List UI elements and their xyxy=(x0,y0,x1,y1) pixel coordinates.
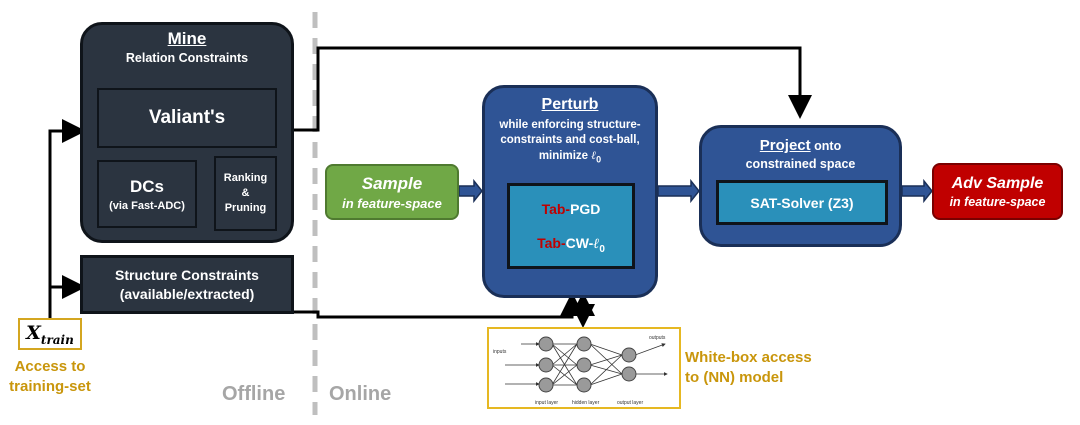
project-title: Project onto xyxy=(702,137,899,154)
perturb-desc-1: while enforcing structure- xyxy=(499,119,641,131)
tab-pgd-label: Tab-PGD xyxy=(510,201,632,217)
nn-output-node xyxy=(621,366,637,382)
project-box: Project onto constrained space SAT-Solve… xyxy=(699,125,902,247)
nn-input-node xyxy=(538,357,554,373)
adv-sample-box: Adv Sample in feature-space xyxy=(932,163,1063,220)
structure-constraints-box: Structure Constraints (available/extract… xyxy=(80,255,294,314)
tab-pgd-suffix: PGD xyxy=(570,201,601,217)
nn-hidden-layer-label: hidden layer xyxy=(572,400,600,406)
nn-output-layer-label: output layer xyxy=(617,400,643,406)
nn-inputs-label: inputs xyxy=(493,349,507,355)
project-to-adv-arrow xyxy=(901,178,933,204)
adv-sample-title: Adv Sample xyxy=(951,174,1044,192)
sat-solver-label: SAT-Solver (Z3) xyxy=(750,194,854,211)
structure-to-perturb-line xyxy=(294,292,584,319)
perturb-desc-ell: ℓ xyxy=(591,148,597,162)
valiants-label: Valiant's xyxy=(148,107,226,128)
mine-subtitle: Relation Constraints xyxy=(125,51,249,65)
tab-cw-label: Tab-CW-ℓ0 xyxy=(510,235,632,255)
mine-box: Mine Relation Constraints Valiant's DCs … xyxy=(80,22,294,243)
sat-solver-box: SAT-Solver (Z3) xyxy=(716,180,888,225)
sample-to-perturb-arrow xyxy=(458,178,483,204)
nn-caption-2: to (NN) model xyxy=(685,369,784,386)
xtrain-box: Xtrain xyxy=(18,318,82,350)
project-title-main: Project xyxy=(759,137,811,154)
mine-title: Mine xyxy=(167,29,207,48)
mine-to-project-line xyxy=(294,46,812,132)
perturb-desc-3-text: minimize xyxy=(538,150,592,162)
structure-line-1: Structure Constraints xyxy=(115,266,259,283)
tab-cw-suffix: CW- xyxy=(565,235,594,251)
dcs-sublabel: (via Fast-ADC) xyxy=(109,199,185,212)
sample-box: Sample in feature-space xyxy=(325,164,459,220)
xtrain-caption-2: training-set xyxy=(9,378,91,395)
perturb-description: while enforcing structure- constraints a… xyxy=(485,118,655,167)
nn-input-node xyxy=(538,377,554,393)
xtrain-letter: X xyxy=(26,321,41,344)
perturb-title: Perturb xyxy=(541,96,599,113)
project-title-rest: onto xyxy=(810,139,842,153)
offline-label: Offline xyxy=(222,383,286,405)
flow-arrows xyxy=(458,178,933,204)
ranking-label-2: & xyxy=(241,187,250,199)
nn-hidden-node xyxy=(576,357,592,373)
valiants-box: Valiant's xyxy=(97,88,277,148)
dcs-box: DCs (via Fast-ADC) xyxy=(97,160,197,228)
xtrain-caption-1: Access to xyxy=(14,358,86,375)
perturb-desc-sub: 0 xyxy=(596,154,602,165)
xtrain-caption: Access to training-set xyxy=(0,357,100,397)
ranking-label-1: Ranking xyxy=(223,172,268,184)
ranking-label-3: Pruning xyxy=(224,202,267,214)
perturb-desc-2: constraints and cost-ball, xyxy=(500,134,640,146)
nn-output-node xyxy=(621,347,637,363)
xtrain-to-mine-line xyxy=(48,119,86,318)
xtrain-subscript: train xyxy=(40,332,74,347)
perturb-box: Perturb while enforcing structure- const… xyxy=(482,85,658,298)
sample-title: Sample xyxy=(361,173,423,193)
sample-subtitle: in feature-space xyxy=(342,195,442,211)
nn-outputs-label: outputs xyxy=(649,335,666,341)
structure-line-2: (available/extracted) xyxy=(119,285,255,302)
project-subtitle: constrained space xyxy=(745,157,856,171)
tab-cw-prefix: Tab- xyxy=(537,235,566,251)
adv-sample-subtitle: in feature-space xyxy=(949,194,1046,209)
tab-cw-ell: ℓ xyxy=(593,236,600,252)
tab-pgd-prefix: Tab- xyxy=(541,201,571,217)
nn-model-frame: inputs outputs input layer hidden layer … xyxy=(487,327,681,409)
nn-hidden-node xyxy=(576,377,592,393)
nn-caption-1: White-box access xyxy=(685,349,812,366)
xtrain-symbol: Xtrain xyxy=(26,322,74,347)
nn-caption: White-box access to (NN) model xyxy=(685,348,812,388)
perturb-to-project-arrow xyxy=(657,178,700,204)
nn-diagram: inputs outputs input layer hidden layer … xyxy=(493,335,668,406)
nn-input-node xyxy=(538,336,554,352)
nn-hidden-node xyxy=(576,336,592,352)
perturb-desc-3: minimize ℓ0 xyxy=(485,148,655,167)
online-label: Online xyxy=(329,383,392,405)
ranking-pruning-box: Ranking & Pruning xyxy=(214,156,277,231)
nn-input-layer-label: input layer xyxy=(535,400,558,406)
attack-methods-box: Tab-PGD Tab-CW-ℓ0 xyxy=(507,183,635,269)
tab-cw-sub: 0 xyxy=(599,243,605,255)
dcs-label: DCs xyxy=(129,176,164,196)
